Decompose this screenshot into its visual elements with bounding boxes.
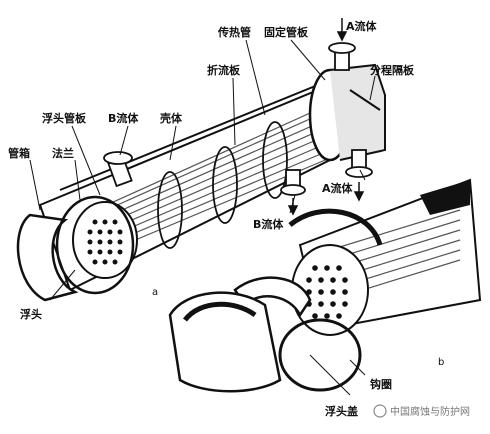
pass-partition	[349, 89, 381, 111]
baffle-3	[262, 121, 288, 199]
hook-ring-half-upper	[288, 208, 383, 246]
label-a-fluid-out: A流体	[322, 181, 354, 195]
label-a-fluid-in: A流体	[346, 19, 378, 33]
tubesheet-holes-a	[87, 219, 123, 265]
watermark: 中国腐蚀与防护网	[373, 404, 470, 418]
figure-marker-a: a	[152, 287, 158, 298]
label-b-fluid-bottom: B流体	[253, 217, 284, 231]
exchanger-b	[168, 178, 482, 393]
label-hook-ring: 钩圈	[370, 377, 392, 391]
flow-arrows	[287, 18, 365, 216]
label-floating-head: 浮头	[20, 307, 42, 321]
baffle-1	[157, 171, 183, 249]
baffle-2	[212, 146, 238, 224]
nozzle-b-top-flange	[103, 151, 133, 165]
right-channel	[329, 63, 386, 161]
label-shell: 壳体	[159, 111, 183, 125]
floating-head-cover-inner	[183, 301, 257, 322]
label-b-fluid-top: B流体	[108, 111, 139, 125]
label-flange: 法兰	[52, 146, 74, 160]
tubesheet-holes-b	[306, 265, 348, 319]
leader-lines	[29, 39, 376, 396]
watermark-logo-icon	[373, 404, 387, 418]
nozzle-b-bottom-flange	[280, 184, 306, 196]
watermark-text: 中国腐蚀与防护网	[390, 405, 470, 418]
floating-tubesheet-a	[72, 201, 138, 279]
label-heat-tube: 传热管	[217, 25, 251, 39]
label-baffle: 折流板	[207, 63, 241, 77]
shell-b-tail	[420, 180, 470, 215]
exchanger-a	[16, 42, 386, 302]
label-floating-tubesheet: 浮头管板	[42, 111, 87, 125]
nozzle-a-top-flange	[328, 42, 356, 54]
figure-marker-b: b	[438, 357, 444, 368]
shell-cover-flange	[278, 318, 362, 392]
nozzle-a-bottom-flange	[345, 166, 373, 178]
floating-head-cover-b	[168, 291, 282, 393]
label-floating-head-cover: 浮头盖	[325, 404, 358, 418]
flange-ring-a	[55, 195, 135, 295]
hook-ring-half-lower	[233, 276, 312, 318]
label-pass-partition: 分程隔板	[370, 63, 415, 77]
channel-box	[16, 213, 79, 302]
label-fixed-tubesheet: 固定管板	[264, 25, 309, 39]
shell-top-edge	[59, 79, 331, 191]
label-channel-box: 管箱	[8, 146, 30, 160]
